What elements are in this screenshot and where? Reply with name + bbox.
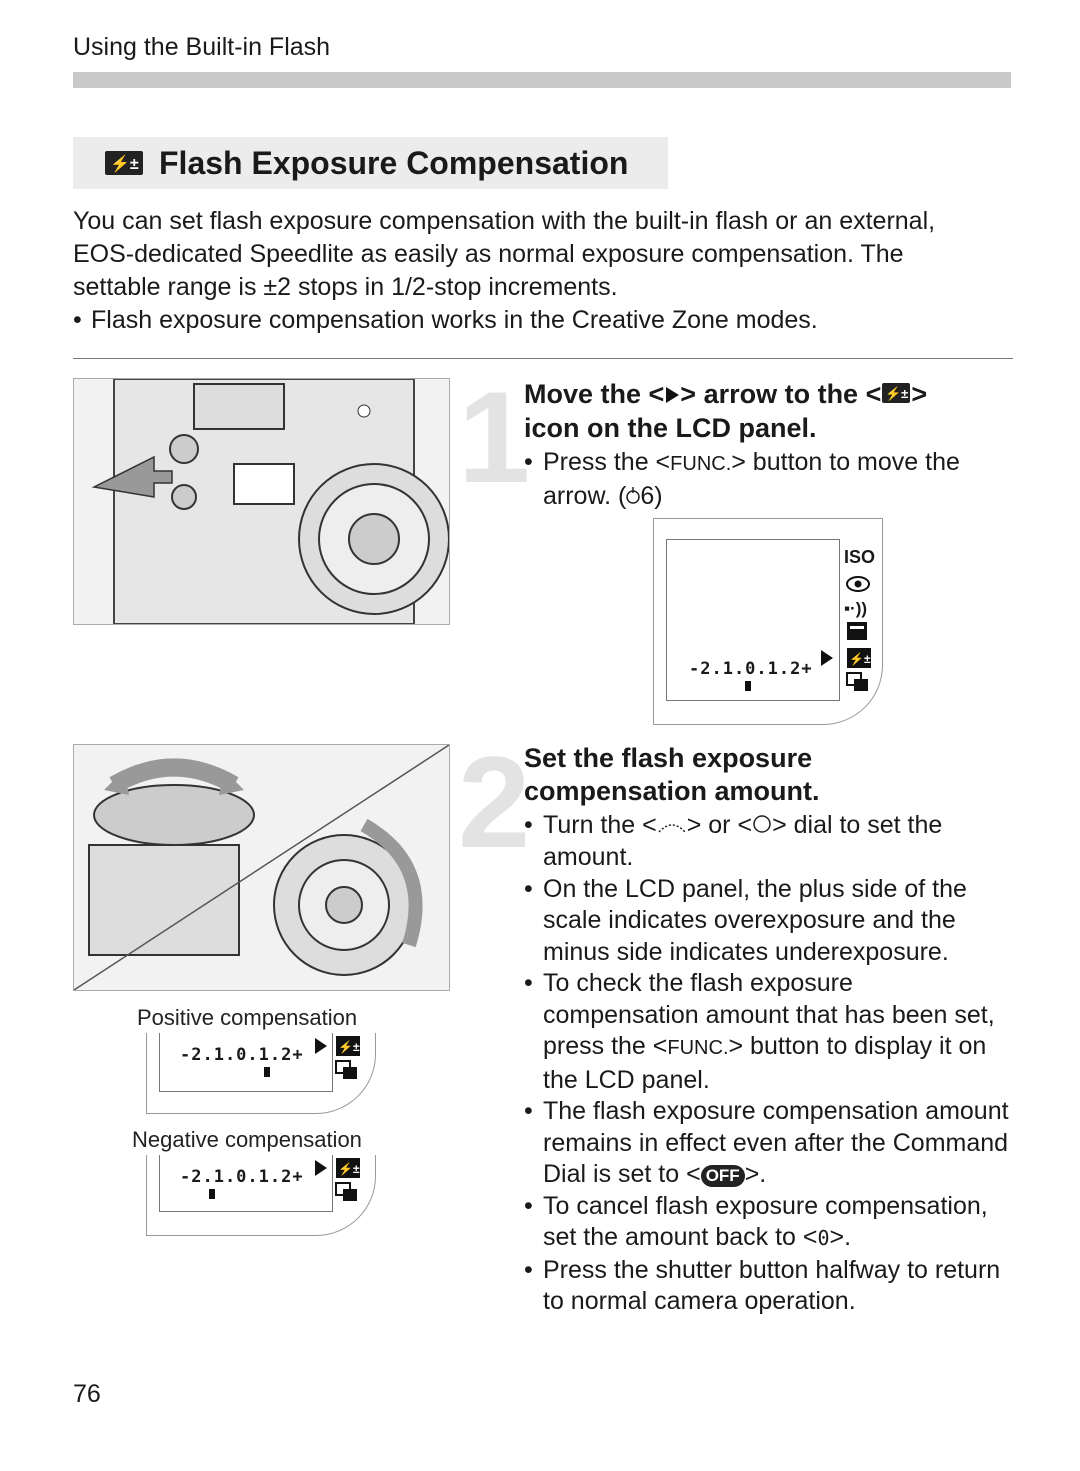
step-2-bullet-3: To check the flash exposure compensation… [524,968,1009,1096]
drive-mode-icon [846,621,868,646]
positive-marker [264,1067,270,1077]
main-dial-icon [657,811,687,843]
page-number: 76 [73,1380,101,1408]
b5-a: To cancel flash exposure compensation, s… [543,1191,988,1252]
negative-scale: -2.1.0.1.2+ [180,1167,304,1187]
svg-text:⚡±: ⚡± [338,1162,360,1176]
positive-lcd-display [159,1033,333,1092]
flash-compensation-icon: ⚡± [881,379,911,412]
lcd-panel: ISO ▪·)) ⚡± -2.1.0.1.2+ [653,518,883,725]
scale-marker [745,681,751,691]
step-2-bullet-1: Turn the < > or <> dial to set the amount… [524,810,1009,874]
b3-b: > button to display it on the LCD panel. [543,1032,987,1094]
iso-label: ISO [844,547,876,567]
flash-compensation-icon: ⚡± [335,1035,361,1062]
quick-control-dial-icon [752,811,772,843]
positive-scale: -2.1.0.1.2+ [180,1045,304,1065]
bracketing-icon [846,672,870,697]
exposure-scale: -2.1.0.1.2+ [689,659,813,679]
step-1: Move the < > arrow to the <⚡±> icon on th… [524,378,1004,513]
section-title-bar: ⚡± Flash Exposure Compensation [73,137,668,189]
red-eye-icon [846,575,870,598]
svg-text:⚡±: ⚡± [110,154,139,173]
lcd-display [666,539,840,701]
step-1-title-b: > arrow to the < [680,379,882,409]
step-2-list: Turn the < > or <> dial to set the amount… [524,810,1009,1318]
step-2-bullet-5: To cancel flash exposure compensation, s… [524,1191,1009,1255]
step-1-bullet-c: ) [654,481,663,510]
step-2: Set the flash exposure compensation amou… [524,742,1009,1318]
dials-figure [73,744,450,991]
intro-paragraph: You can set flash exposure compensation … [73,207,936,301]
step-2-title-a: Set the flash exposure [524,743,813,773]
step-1-title-d: icon on the LCD panel. [524,413,817,444]
intro-bullet: Flash exposure compensation works in the… [73,304,963,337]
lcd-arrow-icon [820,649,834,672]
step-2-number: 2 [458,729,531,875]
b4-a: The flash exposure compensation amount r… [543,1097,1009,1189]
negative-lcd-display [159,1155,333,1212]
step-1-bullet-b: > button to move the arrow. ( [543,448,960,510]
step-1-list: Press the <FUNC.> button to move the arr… [524,447,1004,513]
running-head: Using the Built-in Flash [73,33,331,61]
separator [73,358,1013,359]
step-2-bullet-2: On the LCD panel, the plus side of the s… [524,874,1009,969]
zero-mark: 0 [817,1226,830,1251]
camera-back-figure [73,378,450,625]
step-1-ref: 6 [640,481,655,510]
negative-lcd: -2.1.0.1.2+ ⚡± [146,1155,376,1236]
step-2-title-b: compensation amount. [524,776,820,806]
step-2-bullet-6: Press the shutter button halfway to retu… [524,1255,1009,1318]
step-1-title-a: Move the < [524,379,665,409]
b4-b: >. [744,1160,767,1189]
flash-compensation-icon: ⚡± [846,647,872,674]
step-1-bullet: Press the <FUNC.> button to move the arr… [524,447,1004,513]
bracketing-icon [335,1060,359,1085]
bracketing-icon [335,1182,359,1207]
flash-compensation-icon: ⚡± [104,150,144,181]
step-2-title: Set the flash exposure compensation amou… [524,742,1009,808]
svg-text:⚡±: ⚡± [338,1040,360,1054]
right-arrow-icon [664,379,680,412]
func-label: FUNC. [670,453,732,476]
reference-icon [626,482,641,514]
b1-b: > or < [686,811,753,839]
section-title: Flash Exposure Compensation [159,145,629,181]
b5-b: >. [829,1223,852,1252]
step-1-bullet-a: Press the < [543,448,671,477]
header-rule [73,72,1011,88]
beep-icon: ▪·)) [844,599,868,618]
func-label: FUNC. [667,1037,729,1060]
positive-lcd: -2.1.0.1.2+ ⚡± [146,1033,376,1114]
off-badge: OFF [700,1164,745,1187]
b1-a: Turn the < [543,811,657,839]
negative-caption: Negative compensation [132,1127,362,1152]
lcd-arrow-icon [314,1159,328,1182]
svg-text:⚡±: ⚡± [849,652,871,666]
intro: You can set flash exposure compensation … [73,205,963,337]
flash-compensation-icon: ⚡± [335,1157,361,1184]
step-1-number: 1 [458,364,531,510]
svg-text:⚡±: ⚡± [885,386,908,402]
negative-marker [209,1189,215,1199]
step-1-title-c: > [911,379,928,409]
positive-caption: Positive compensation [137,1005,358,1030]
b3-a: To check the flash exposure compensation… [543,969,995,1061]
step-2-bullet-4: The flash exposure compensation amount r… [524,1096,1009,1191]
step-1-title: Move the < > arrow to the <⚡±> icon on th… [524,378,1004,445]
b1-c: > dial to set the amount. [543,811,943,872]
lcd-arrow-icon [314,1037,328,1060]
